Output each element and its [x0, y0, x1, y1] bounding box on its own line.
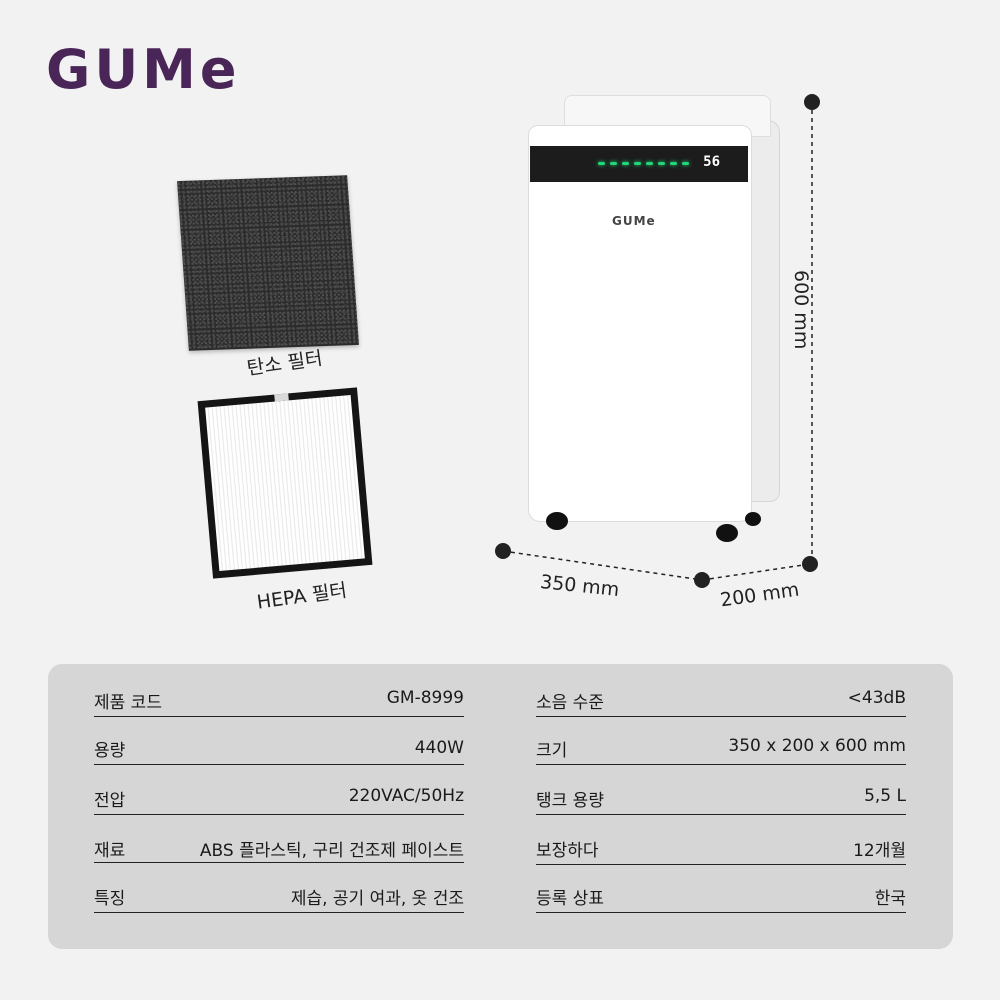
spec-value: 제습, 공기 여과, 옷 건조 — [290, 889, 464, 909]
dimension-point — [802, 556, 818, 572]
spec-row: 특징 제습, 공기 여과, 옷 건조 — [94, 884, 464, 913]
spec-row: 소음 수준 <43dB — [536, 688, 906, 717]
spec-label: 용량 — [94, 741, 126, 761]
spec-value: GM-8999 — [386, 688, 464, 708]
spec-row: 크기 350 x 200 x 600 mm — [536, 736, 906, 765]
spec-row: 탱크 용량 5,5 L — [536, 786, 906, 815]
dimension-point — [804, 94, 820, 110]
spec-label: 제품 코드 — [94, 693, 162, 713]
spec-label: 특징 — [94, 889, 126, 909]
unit-side-panel — [750, 120, 780, 502]
spec-row: 용량 440W — [94, 736, 464, 765]
unit-logo: GUMe — [612, 214, 656, 228]
spec-row: 제품 코드 GM-8999 — [94, 688, 464, 717]
spec-label: 전압 — [94, 791, 126, 811]
spec-label: 크기 — [536, 741, 568, 761]
unit-display-readout: 56 — [703, 154, 720, 170]
spec-value: 440W — [414, 738, 464, 758]
dimension-point — [694, 572, 710, 588]
spec-row: 전압 220VAC/50Hz — [94, 786, 464, 815]
spec-row: 보장하다 12개월 — [536, 836, 906, 865]
wheel — [745, 512, 761, 526]
wheel — [716, 524, 738, 542]
spec-row: 등록 상표 한국 — [536, 884, 906, 913]
spec-row: 재료 ABS 플라스틱, 구리 건조제 페이스트 — [94, 836, 464, 863]
spec-value: 220VAC/50Hz — [348, 786, 464, 806]
spec-value: 12개월 — [853, 841, 906, 861]
dimension-point — [495, 543, 511, 559]
spec-value: 350 x 200 x 600 mm — [728, 736, 906, 756]
spec-label: 보장하다 — [536, 841, 599, 861]
wheel — [546, 512, 568, 530]
specs-panel: 제품 코드 GM-8999 용량 440W 전압 220VAC/50Hz 재료 … — [48, 664, 953, 949]
spec-value: ABS 플라스틱, 구리 건조제 페이스트 — [199, 841, 464, 861]
spec-label: 재료 — [94, 841, 126, 861]
spec-value: 5,5 L — [864, 786, 906, 806]
spec-label: 탱크 용량 — [536, 791, 604, 811]
unit-body — [528, 125, 752, 522]
spec-value: 한국 — [874, 889, 906, 909]
spec-label: 소음 수준 — [536, 693, 604, 713]
spec-label: 등록 상표 — [536, 889, 604, 909]
brand-logo: GUMe — [46, 38, 241, 101]
height-dimension-label: 600 mm — [790, 270, 812, 350]
spec-value: <43dB — [847, 688, 906, 708]
led-indicator — [598, 162, 689, 165]
unit-control-panel: 56 — [530, 146, 748, 182]
